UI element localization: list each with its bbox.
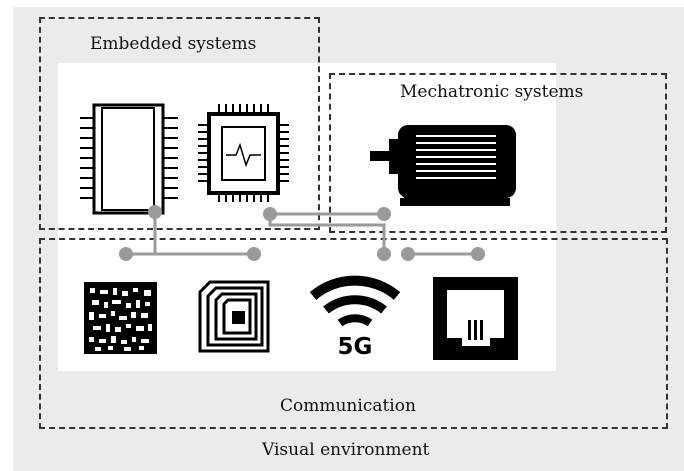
5g-label: 5G — [338, 334, 373, 360]
microcontroller-icon — [198, 104, 289, 202]
embedded-systems-label: Embedded systems — [90, 34, 257, 54]
5g-wireless-icon — [309, 275, 401, 327]
electric-motor-icon — [370, 125, 516, 206]
qr-code-icon — [84, 282, 157, 354]
visual-environment-label: Visual environment — [262, 440, 430, 460]
ic-chip-icon — [80, 103, 178, 215]
communication-box — [39, 238, 668, 429]
rfid-tag-icon — [198, 280, 270, 353]
connection-nodes — [119, 205, 485, 261]
ethernet-port-icon — [433, 277, 518, 360]
mechatronic-systems-box — [329, 73, 667, 233]
mechatronic-systems-label: Mechatronic systems — [400, 82, 584, 102]
embedded-systems-box — [39, 17, 320, 230]
connection-lines — [126, 212, 478, 256]
communication-label: Communication — [280, 396, 416, 416]
